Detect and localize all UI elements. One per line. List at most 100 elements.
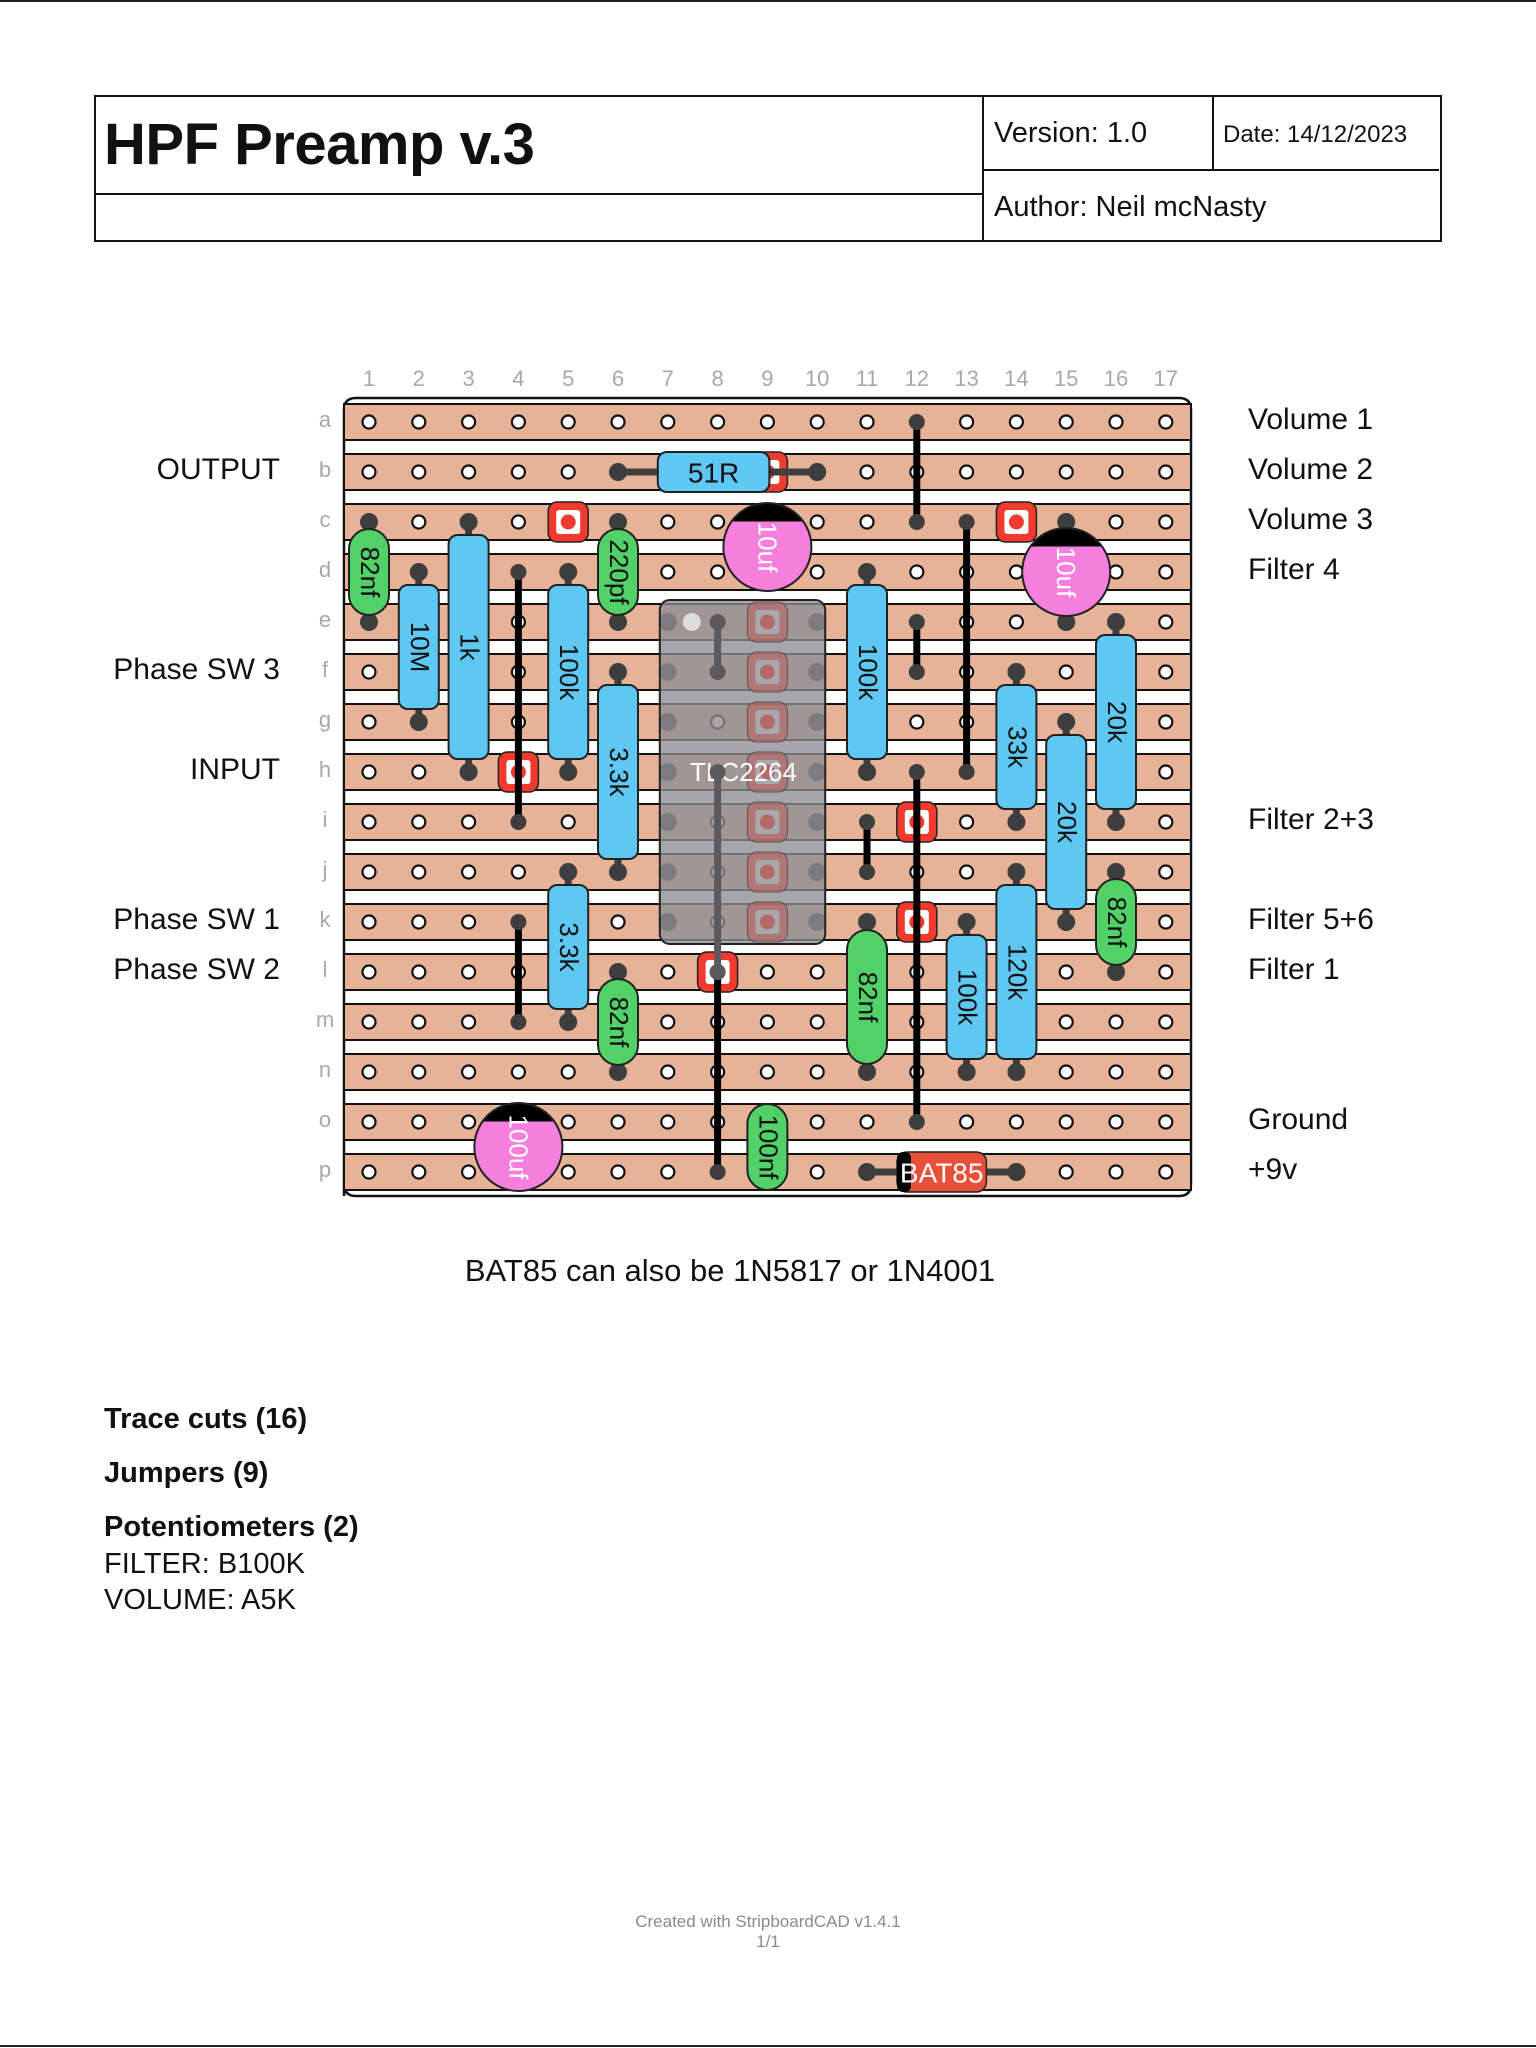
left-connection-label: Phase SW 3 [113, 653, 280, 686]
jumper-end [510, 914, 527, 930]
column-label-9: 9 [761, 366, 774, 391]
hole-b2 [411, 464, 427, 480]
jumper-end [709, 964, 726, 980]
jumper-end [510, 564, 527, 580]
jumper-h12-o12 [908, 764, 925, 1130]
solder-point [957, 913, 976, 931]
electrolytic-cap-outline [1021, 527, 1112, 617]
column-label-4: 4 [512, 366, 525, 391]
solder-point [609, 463, 627, 481]
right-connection-label: Volume 2 [1248, 453, 1374, 486]
electrolytic-cap-label: 10uf [752, 522, 782, 573]
footer-page-number: 1/1 [756, 1932, 780, 1951]
column-label-12: 12 [904, 366, 930, 391]
hole-j17 [1158, 864, 1174, 880]
ceramic-cap-body [1095, 878, 1137, 966]
column-label-16: 16 [1103, 366, 1129, 391]
resistor-body [995, 884, 1038, 1060]
solder-point [1057, 913, 1076, 931]
hole-o1 [361, 1114, 377, 1130]
ic-underside-cut-dot [759, 714, 775, 730]
hole-d7 [660, 564, 676, 580]
row-label-k: k [319, 907, 331, 932]
hole-a14 [1008, 414, 1025, 430]
ic-underside-cut-dot [759, 814, 775, 830]
hole-m2 [411, 1014, 427, 1030]
hole-l2 [411, 964, 427, 980]
version-text: Version: 1.0 [994, 117, 1148, 149]
solder-point [609, 863, 627, 881]
hole-m3 [461, 1014, 477, 1030]
page-border-top [0, 0, 1536, 2]
jumper-end [709, 664, 726, 680]
trace-cuts-heading: Trace cuts (16) [104, 1403, 308, 1435]
hole-i3 [461, 814, 477, 830]
hole-b13 [958, 464, 975, 480]
ic-underside-cut-dot [759, 614, 775, 630]
jumpers [510, 414, 975, 1180]
hole-o14 [1008, 1114, 1025, 1130]
hole-a10 [809, 414, 825, 430]
left-connection-label: INPUT [190, 753, 280, 786]
resistor-10m: 10M [397, 563, 440, 731]
hole-n7 [660, 1064, 676, 1080]
trace-cut-dot [1008, 514, 1024, 530]
resistor-label: 100k [554, 644, 584, 701]
resistor-51r: 51R [609, 451, 827, 493]
column-label-7: 7 [661, 366, 674, 391]
resistor-body [397, 584, 440, 710]
ic-tlc2264: TLC2264 [658, 599, 827, 945]
solder-point [1007, 1063, 1026, 1081]
left-connection-label: Phase SW 1 [113, 903, 280, 936]
hole-i1 [361, 814, 377, 830]
jumper-end [709, 764, 726, 780]
column-label-8: 8 [711, 366, 724, 391]
resistor-label: 100k [853, 644, 883, 701]
column-label-1: 1 [362, 366, 376, 391]
solder-point [409, 713, 428, 731]
ceramic-cap-82nf: 82nf [348, 513, 390, 631]
hole-m7 [660, 1014, 676, 1030]
hole-l9 [759, 964, 776, 980]
row-label-o: o [318, 1107, 332, 1132]
hole-g12 [909, 714, 925, 730]
solder-point [1007, 863, 1026, 881]
hole-o5 [560, 1114, 576, 1130]
resistor-label: 120k [1002, 944, 1032, 1001]
hole-j13 [958, 864, 975, 880]
jumper-end [958, 764, 975, 780]
solder-point [808, 463, 827, 481]
hole-o16 [1108, 1114, 1124, 1130]
hole-j3 [461, 864, 477, 880]
solder-point [559, 1013, 578, 1031]
electrolytic-cap-outline [473, 1102, 564, 1192]
hole-n9 [759, 1064, 776, 1080]
hole-b5 [560, 464, 576, 480]
date-text: Date: 14/12/2023 [1223, 121, 1408, 148]
jumper-end [510, 814, 527, 830]
hole-m1 [361, 1014, 377, 1030]
electrolytic-cap-label: 10uf [1051, 547, 1081, 598]
hole-p15 [1058, 1164, 1074, 1180]
electrolytic-cap-10uf: 10uf [722, 502, 813, 592]
hole-p6 [610, 1164, 626, 1180]
hole-h1 [361, 764, 377, 780]
ceramic-cap-label: 82nf [1102, 897, 1132, 948]
ceramic-cap-label: 82nf [355, 547, 385, 598]
ceramic-cap-82nf: 82nf [1095, 863, 1137, 981]
solder-point [1007, 813, 1026, 831]
row-label-c: c [319, 507, 331, 532]
ic-underside-cut-dot [759, 914, 775, 930]
right-connection-label: Filter 5+6 [1248, 903, 1374, 936]
hole-b1 [361, 464, 377, 480]
ic-underside-cut-dot [759, 864, 775, 880]
hole-i17 [1158, 814, 1174, 830]
hole-n4 [510, 1064, 527, 1080]
ceramic-cap-body [846, 929, 888, 1065]
row-label-f: f [321, 657, 329, 682]
hole-a17 [1158, 414, 1174, 430]
column-label-2: 2 [412, 366, 425, 391]
hole-h17 [1158, 764, 1174, 780]
resistor-1k: 1k [447, 513, 490, 781]
